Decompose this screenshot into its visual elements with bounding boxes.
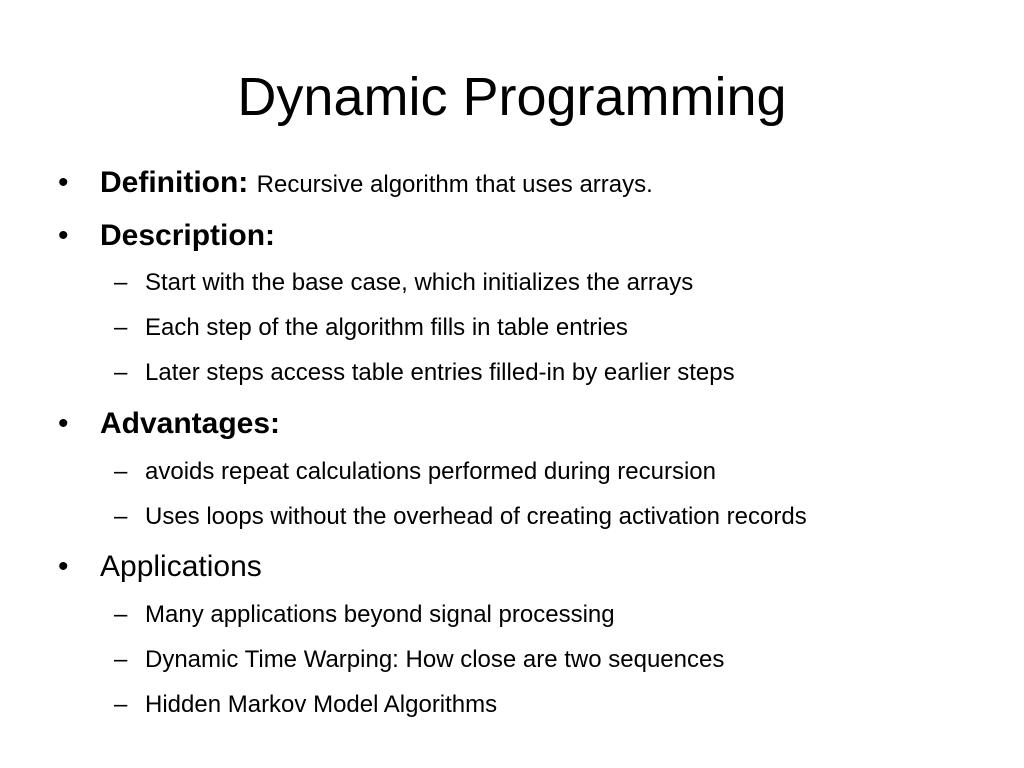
sub-bullet: –Each step of the algorithm fills in tab… <box>114 313 628 343</box>
dash-glyph: – <box>114 601 128 628</box>
bullet-definition: • Definition: Recursive algorithm that us… <box>58 165 653 203</box>
dash-glyph: – <box>114 359 128 386</box>
bullet-glyph: • <box>58 219 69 252</box>
applications-label: Applications <box>100 550 262 583</box>
sub-bullet: –Hidden Markov Model Algorithms <box>114 690 497 720</box>
dash-glyph: – <box>114 646 128 673</box>
sub-bullet: –Later steps access table entries filled… <box>114 358 735 388</box>
dash-glyph: – <box>114 314 128 341</box>
sub-bullet-text: Each step of the algorithm fills in tabl… <box>145 314 628 341</box>
bullet-description: • Description: <box>58 218 275 254</box>
bullet-glyph: • <box>58 550 69 583</box>
advantages-label: Advantages: <box>100 407 281 440</box>
definition-text: Recursive algorithm that uses arrays. <box>256 171 653 198</box>
dash-glyph: – <box>114 691 128 718</box>
sub-bullet-text: Hidden Markov Model Algorithms <box>145 691 498 718</box>
description-label: Description: <box>100 219 276 252</box>
sub-bullet-text: Start with the base case, which initiali… <box>145 269 694 296</box>
dash-glyph: – <box>114 269 128 296</box>
sub-bullet: –Many applications beyond signal process… <box>114 600 615 630</box>
bullet-glyph: • <box>58 166 69 199</box>
slide-title: Dynamic Programming <box>237 67 787 127</box>
dash-glyph: – <box>114 503 128 530</box>
sub-bullet: –Start with the base case, which initial… <box>114 268 693 298</box>
bullet-advantages: • Advantages: <box>58 406 280 442</box>
bullet-glyph: • <box>58 407 69 440</box>
dash-glyph: – <box>114 458 128 485</box>
definition-label: Definition: <box>100 166 249 199</box>
sub-bullet: –Uses loops without the overhead of crea… <box>114 502 807 532</box>
sub-bullet: –avoids repeat calculations performed du… <box>114 457 716 487</box>
sub-bullet-text: Later steps access table entries filled-… <box>145 359 735 386</box>
sub-bullet: –Dynamic Time Warping: How close are two… <box>114 645 724 675</box>
sub-bullet-text: Uses loops without the overhead of creat… <box>145 503 807 530</box>
sub-bullet-text: avoids repeat calculations performed dur… <box>145 458 716 485</box>
sub-bullet-text: Dynamic Time Warping: How close are two … <box>145 646 725 673</box>
sub-bullet-text: Many applications beyond signal processi… <box>145 601 615 628</box>
bullet-applications: • Applications <box>58 549 262 585</box>
